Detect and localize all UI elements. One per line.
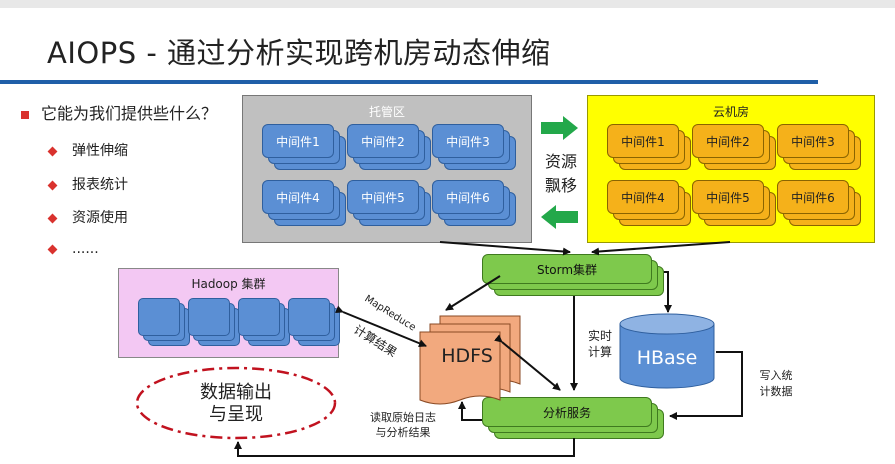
left-arrow-icon xyxy=(541,205,578,229)
middleware-node: 中间件2 xyxy=(692,124,780,170)
hadoop-node xyxy=(238,298,292,348)
bullet-text: 报表统计 xyxy=(72,177,128,193)
title-divider xyxy=(0,80,818,84)
middleware-node: 中间件1 xyxy=(262,124,350,170)
middleware-node: 中间件3 xyxy=(432,124,520,170)
realtime-label-line1: 实时 xyxy=(587,329,612,343)
middleware-label: 中间件1 xyxy=(262,124,334,158)
analysis-service-label: 分析服务 xyxy=(482,397,652,427)
hbase-cylinder xyxy=(619,313,715,389)
arrow-hdfs-analysis xyxy=(494,334,561,391)
middleware-node: 中间件1 xyxy=(607,124,695,170)
arrow-cloud-storm xyxy=(591,241,731,256)
middleware-label: 中间件3 xyxy=(777,124,849,158)
output-label-line2: 与呈现 xyxy=(209,404,263,425)
realtime-label-line2: 计算 xyxy=(587,345,612,359)
middleware-node: 中间件4 xyxy=(607,180,695,226)
middleware-label: 中间件3 xyxy=(432,124,504,158)
hadoop-zone-title: Hadoop 集群 xyxy=(191,277,266,291)
hdfs-label: HDFS xyxy=(441,345,493,367)
cloud-zone-title: 云机房 xyxy=(712,105,749,119)
middleware-label: 中间件2 xyxy=(692,124,764,158)
hadoop-node xyxy=(138,298,192,348)
hosting-zone-title: 托管区 xyxy=(368,105,405,119)
arrow-storm-hdfs xyxy=(445,275,501,311)
middleware-node: 中间件4 xyxy=(262,180,350,226)
middleware-label: 中间件2 xyxy=(347,124,419,158)
arrow-analysis-hdfs xyxy=(458,401,482,421)
output-label: 数据输出 与呈现 xyxy=(176,382,296,426)
hadoop-node xyxy=(188,298,242,348)
middleware-label: 中间件4 xyxy=(262,180,334,214)
right-arrow-icon xyxy=(541,116,578,140)
middleware-label: 中间件5 xyxy=(692,180,764,214)
middleware-node: 中间件6 xyxy=(777,180,865,226)
middleware-node: 中间件5 xyxy=(347,180,435,226)
middleware-label: 中间件4 xyxy=(607,180,679,214)
write-stats-label-line1: 写入统 xyxy=(759,369,793,382)
arrow-hosting-storm xyxy=(439,241,571,256)
output-ellipse xyxy=(135,366,337,440)
middleware-node: 中间件6 xyxy=(432,180,520,226)
migration-label: 资源 飘移 xyxy=(536,150,586,198)
read-logs-label: 读取原始日志 与分析结果 xyxy=(356,410,450,440)
middleware-label: 中间件1 xyxy=(607,124,679,158)
read-logs-label-line1: 读取原始日志 xyxy=(370,411,436,424)
read-logs-label-line2: 与分析结果 xyxy=(375,426,431,439)
question-text: 它能为我们提供些什么？ xyxy=(41,104,218,123)
bullet-item: ...... xyxy=(47,241,99,257)
analysis-service: 分析服务 xyxy=(482,397,664,439)
migration-label-line2: 飘移 xyxy=(544,176,577,195)
bullet-item: 资源使用 xyxy=(47,207,128,227)
middleware-node: 中间件5 xyxy=(692,180,780,226)
bullet-text: 资源使用 xyxy=(72,210,128,226)
middleware-label: 中间件6 xyxy=(432,180,504,214)
hbase-label: HBase xyxy=(636,347,698,369)
write-stats-label-line2: 计数据 xyxy=(759,385,793,398)
hadoop-node xyxy=(288,298,342,348)
question-item: 它能为我们提供些什么？ xyxy=(21,100,217,124)
middleware-label: 中间件5 xyxy=(347,180,419,214)
page-title: AIOPS - 通过分析实现跨机房动态伸缩 xyxy=(47,36,551,70)
arrow-hbase-analysis xyxy=(669,351,743,420)
migration-label-line1: 资源 xyxy=(544,152,577,171)
square-bullet-icon xyxy=(21,110,29,119)
arrow-storm-hbase xyxy=(664,271,672,313)
arrow-analysis-output xyxy=(234,438,575,457)
bullet-item: 弹性伸缩 xyxy=(47,140,128,160)
bullet-item: 报表统计 xyxy=(47,174,128,194)
write-stats-label: 写入统 计数据 xyxy=(746,368,806,400)
middleware-node: 中间件2 xyxy=(347,124,435,170)
top-strip xyxy=(0,0,895,8)
storm-cluster: Storm集群 xyxy=(482,254,664,296)
realtime-label: 实时 计算 xyxy=(580,328,620,360)
output-label-line1: 数据输出 xyxy=(200,382,272,403)
middleware-label: 中间件6 xyxy=(777,180,849,214)
bullet-text: ...... xyxy=(72,241,99,257)
arrow-hadoop-hdfs xyxy=(335,305,427,348)
bullet-text: 弹性伸缩 xyxy=(72,143,128,159)
middleware-node: 中间件3 xyxy=(777,124,865,170)
